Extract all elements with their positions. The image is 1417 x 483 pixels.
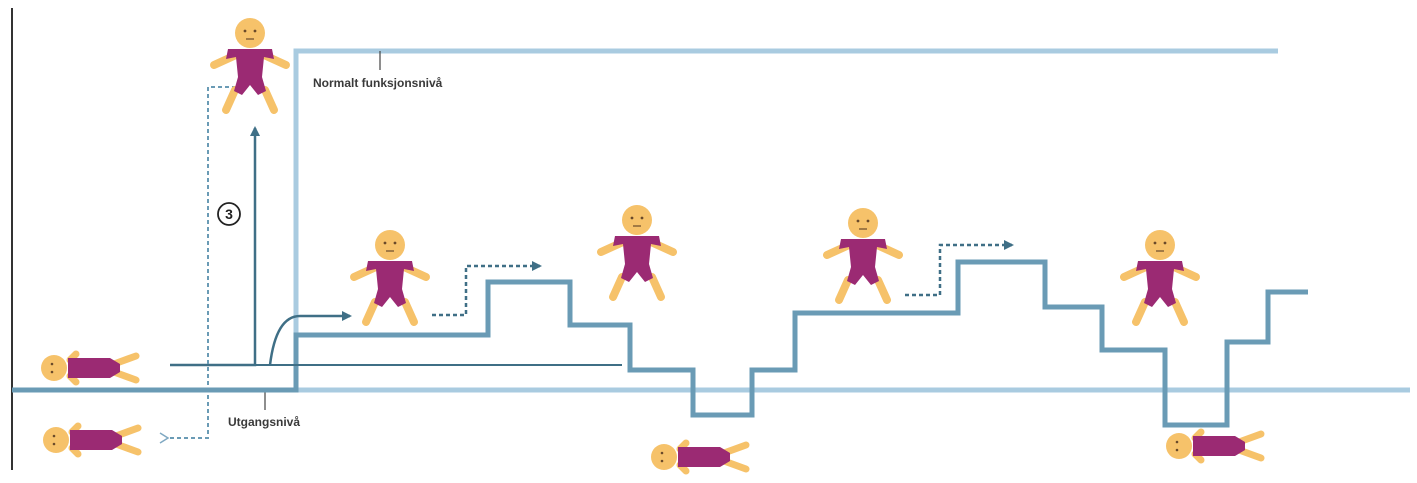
person-standing-icon	[214, 18, 286, 110]
arrow-icon	[270, 316, 350, 365]
person-lying-icon	[43, 426, 138, 454]
person-standing-icon	[1124, 230, 1196, 322]
normal-level-line	[296, 51, 1278, 380]
dotted-arrow-icon	[168, 87, 236, 438]
baseline-level-label: Utgangsnivå	[228, 415, 300, 429]
person-lying-icon	[651, 443, 746, 471]
person-standing-icon	[827, 208, 899, 300]
normal-level-label: Normalt funksjonsnivå	[313, 76, 443, 90]
person-lying-icon	[41, 354, 136, 382]
person-standing-icon	[354, 230, 426, 322]
person-standing-icon	[601, 205, 673, 297]
arrow-icon	[170, 128, 255, 365]
person-lying-icon	[1166, 432, 1261, 460]
step-number: 3	[225, 206, 233, 222]
